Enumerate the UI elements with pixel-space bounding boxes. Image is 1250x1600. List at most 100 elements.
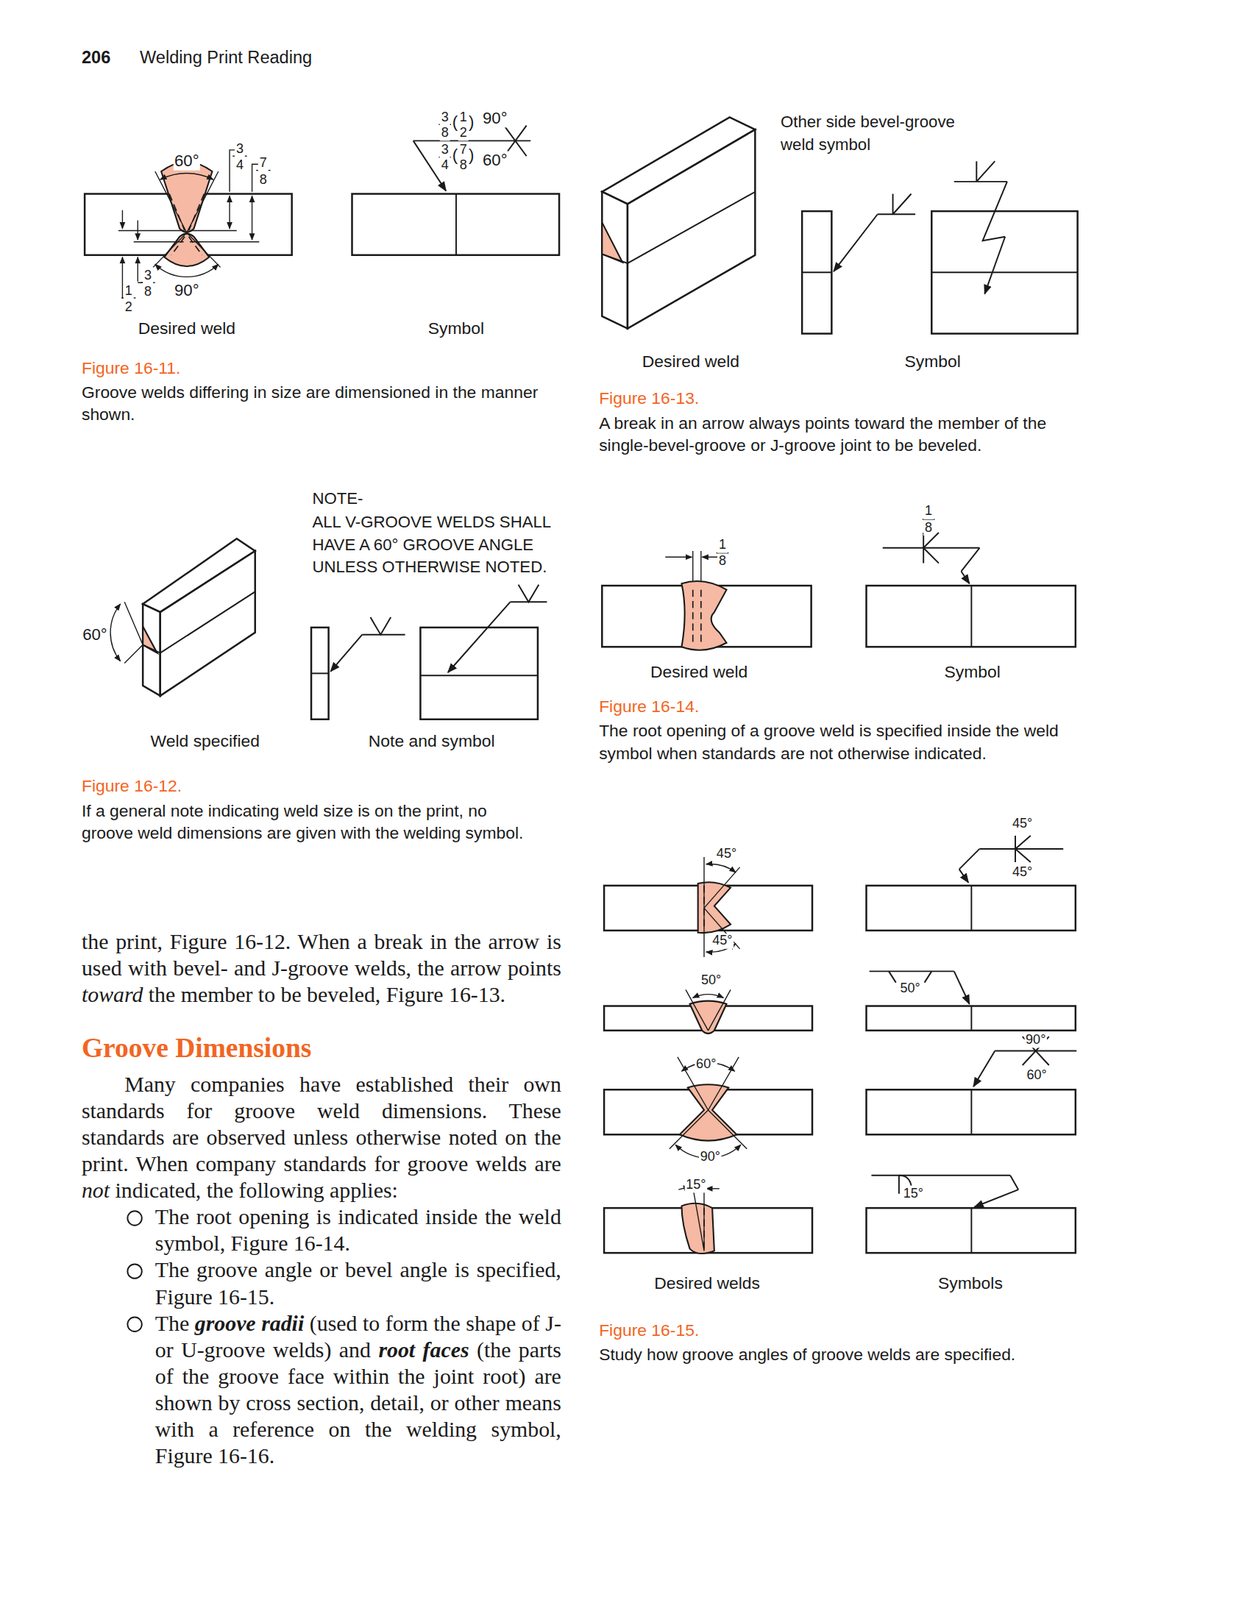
body-paragraph: Many companies have established their ow… [81,1071,562,1204]
fraction-digit: 8 [258,172,268,188]
body-text: groove radii [194,1311,304,1336]
callout-note: Other side bevel-groove weld symbol [779,111,981,156]
section-heading: Groove Dimensions [81,1032,312,1065]
figure-label: Desired weld [650,662,748,682]
fraction-digit: 3 [439,110,450,126]
page-header: Welding Print Reading [139,47,312,68]
dimension-label: 60° [1025,1068,1048,1084]
page-number: 206 [81,47,111,68]
body-text: The [155,1311,190,1336]
fraction-digit: 2 [123,300,134,316]
fraction-digit: 3 [439,142,450,159]
weld-drawing [604,989,813,1034]
body-text: the print, Figure 16-12. When a break in… [81,929,562,981]
body-paragraph: the print, Figure 16-12. When a break in… [81,928,562,1008]
fraction-digit: 8 [718,554,728,570]
dimension-label: 45° [1011,816,1034,833]
body-paragraph: The root opening is indicated inside the… [155,1204,562,1258]
dimension-label: 60° [81,625,109,645]
dimension-label: 15° [684,1177,708,1194]
figure-label: Note and symbol [368,731,496,751]
body-text: Many companies have established their ow… [81,1072,562,1177]
dimension-label: 15° [902,1186,925,1203]
fraction-digit: 2 [458,125,468,142]
body-text: toward [81,982,143,1008]
fraction-digit: 4 [439,158,450,174]
note-text: ALL V-GROOVE WELDS SHALL HAVE A 60° GROO… [311,511,571,580]
figure-label: Weld specified [150,731,260,751]
parenthesis: ) [467,113,476,133]
weld-symbol [866,1036,1078,1135]
figure-label: Desired weld [138,318,236,338]
bullet-circle [127,1211,142,1332]
weld-symbol [351,124,560,256]
body-text: root faces [378,1337,469,1362]
figure-caption: Groove welds differing in size are dimen… [81,380,541,426]
fraction-digit: 8 [458,158,468,174]
dimension-label: 60° [481,150,509,170]
figure-title: Figure 16-15. [598,1320,699,1340]
weld-symbol [866,1175,1076,1253]
fraction-digit: 4 [235,158,245,174]
fraction-digit: 1 [718,537,728,554]
figure-label: Symbol [904,351,961,371]
figure-label: Symbols [938,1273,1003,1293]
figure-caption: Study how groove angles of groove welds … [598,1342,1084,1366]
weld-drawing [110,538,256,696]
weld-symbol [866,835,1076,931]
fraction-digit: 3 [143,268,154,284]
weld-drawing [601,551,811,651]
fraction-digit: 8 [924,520,934,536]
weld-drawing [601,116,755,329]
fraction-digit: 1 [924,503,934,520]
weld-symbol [866,519,1076,647]
fraction-digit: 8 [143,284,154,301]
body-text: The groove angle or bevel angle is speci… [155,1258,562,1309]
dimension-label: 90° [698,1149,722,1166]
weld-symbol [311,584,547,720]
figure-caption: If a general note indicating weld size i… [81,798,541,844]
figure-caption: A break in an arrow always points toward… [598,411,1084,457]
figure-caption: The root opening of a groove weld is spe… [598,719,1084,765]
body-paragraph: The groove angle or bevel angle is speci… [155,1257,562,1311]
body-text: indicated, the following applies: [115,1178,399,1203]
body-paragraph: The groove radii (used to form the shape… [155,1310,562,1470]
note-heading: NOTE- [311,489,365,510]
parenthesis: ( [451,145,459,165]
dimension-label: 45° [711,933,734,950]
fraction-digit: 3 [235,141,245,158]
figure-label: Desired welds [654,1273,761,1293]
fraction-digit: 7 [458,142,468,159]
figure-title: Figure 16-13. [598,388,699,408]
fraction-digit: 1 [458,110,468,126]
figure-label: Symbol [428,318,485,338]
figure-title: Figure 16-14. [598,696,699,716]
parenthesis: ( [451,113,459,133]
weld-symbol [801,161,1078,334]
weld-drawing [604,1179,813,1254]
figure-title: Figure 16-12. [81,776,182,796]
fraction-digit: 7 [258,155,268,172]
dimension-label: 50° [700,973,723,989]
dimension-label: 45° [715,846,738,863]
body-text: the member to be beveled, Figure 16-13. [148,982,506,1008]
dimension-label: 90° [1024,1032,1047,1049]
body-text: The root opening is indicated inside the… [155,1205,562,1256]
fraction-digit: 8 [439,125,450,142]
dimension-label: 45° [1011,865,1034,881]
weld-drawing [84,150,293,298]
figure-title: Figure 16-11. [81,358,181,378]
weld-drawing [604,857,813,958]
figure-label: Desired weld [642,351,740,371]
dimension-label: 90° [173,281,201,301]
dimension-label: 60° [695,1057,718,1073]
figure-label: Symbol [944,662,1001,682]
dimension-label: 60° [173,152,201,172]
body-text: not [81,1178,110,1203]
weld-drawing [604,1057,813,1159]
fraction-digit: 1 [123,283,134,300]
parenthesis: ) [467,145,476,165]
dimension-label: 50° [899,981,922,997]
weld-symbol [866,971,1076,1031]
